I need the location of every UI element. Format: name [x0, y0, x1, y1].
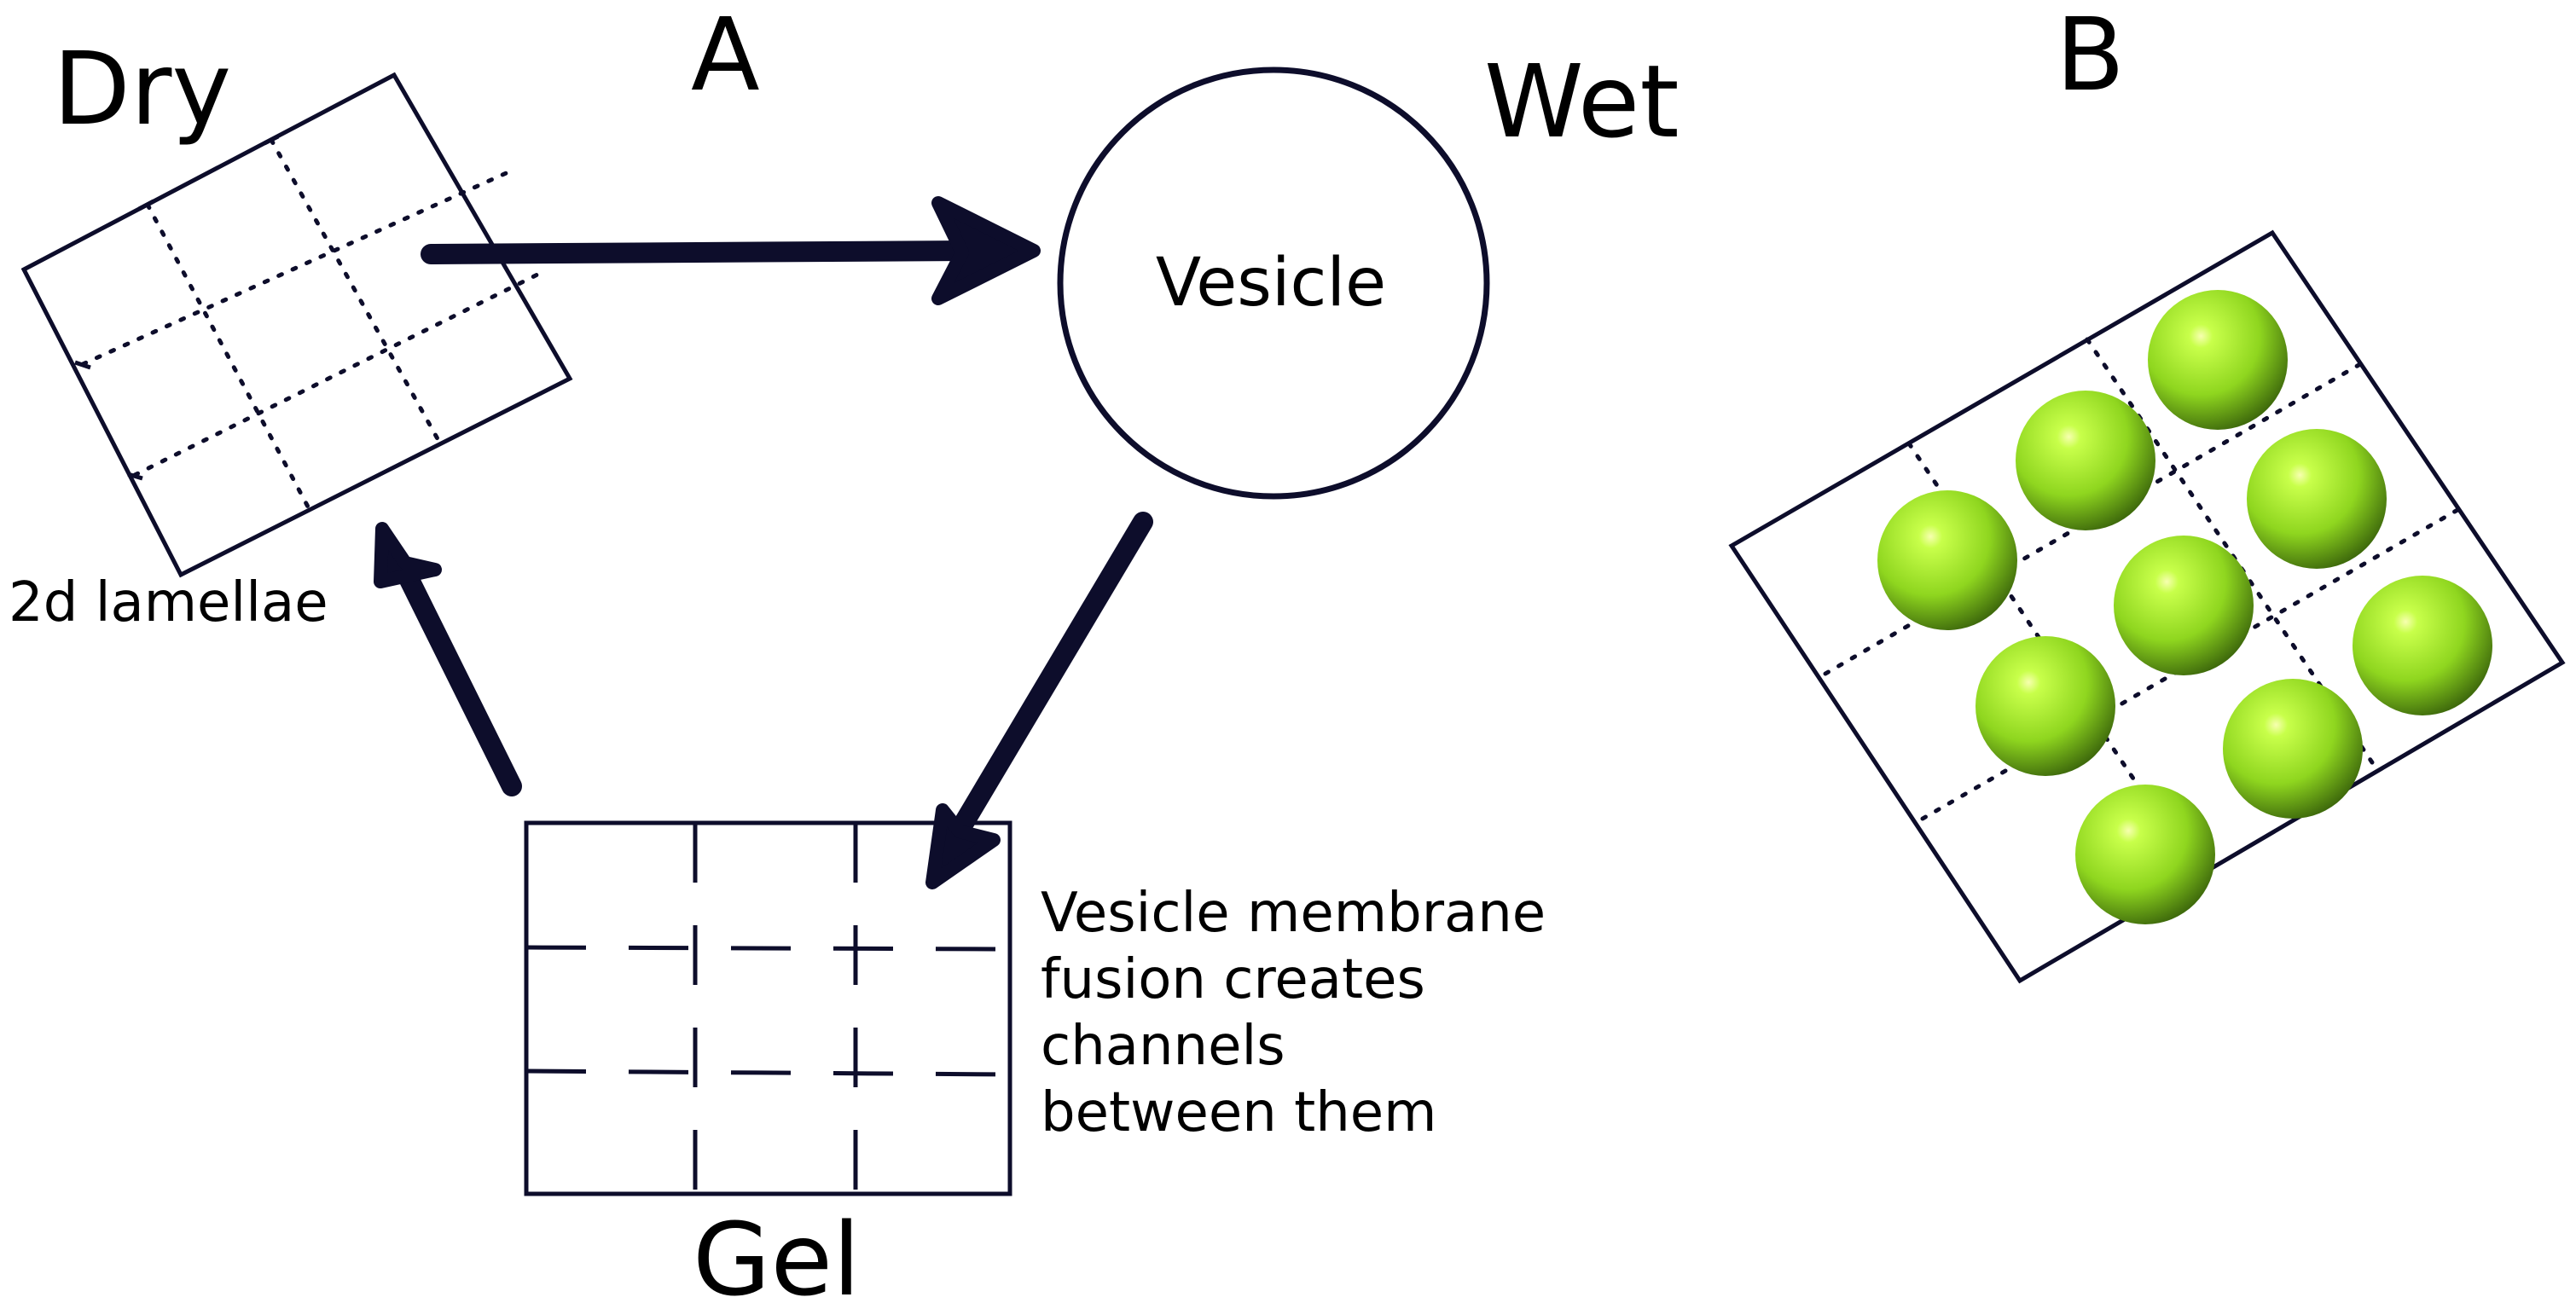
- dry-label: Dry: [53, 30, 231, 148]
- arrow-wet-to-gel: [925, 512, 1153, 889]
- vesicle-sphere: [2353, 576, 2492, 715]
- sphere-group: [1877, 290, 2492, 924]
- vesicle-sphere: [2247, 429, 2387, 569]
- vesicle-circle: [1057, 67, 1490, 500]
- arrow-dry-to-wet: [421, 196, 1041, 305]
- vesicle-sphere: [2075, 785, 2215, 924]
- fusion-caption-line: channels: [1041, 1015, 1285, 1078]
- dry-lamellae-square: [20, 72, 573, 578]
- fusion-caption-line: between them: [1041, 1081, 1436, 1144]
- panel-label-a: A: [691, 0, 760, 113]
- gel-grid: [524, 820, 1012, 1196]
- fusion-caption: Vesicle membrane fusion creates channels…: [1041, 882, 1564, 1144]
- vesicle-sphere: [2148, 290, 2288, 430]
- panel-label-b: B: [2056, 0, 2125, 113]
- arrow-gel-to-dry: [374, 522, 522, 796]
- fusion-caption-line: fusion creates: [1041, 948, 1425, 1011]
- lamellae-caption: 2d lamellae: [9, 571, 328, 634]
- vesicle-sphere: [2114, 536, 2254, 675]
- vesicle-sphere: [2223, 679, 2363, 819]
- vesicle-label: Vesicle: [1156, 245, 1386, 321]
- wet-label: Wet: [1484, 43, 1680, 160]
- vesicle-sphere: [1976, 636, 2115, 776]
- gel-label: Gel: [693, 1201, 861, 1303]
- fusion-caption-line: Vesicle membrane: [1041, 882, 1546, 945]
- vesicle-sphere: [1877, 490, 2017, 630]
- vesicle-sphere: [2016, 391, 2155, 530]
